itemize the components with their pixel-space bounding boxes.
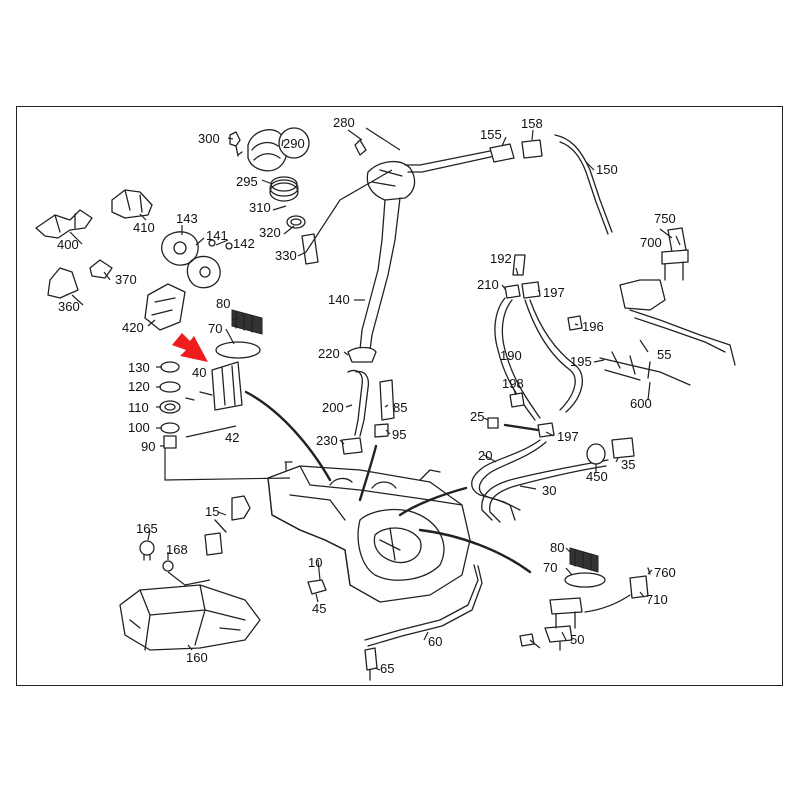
- red-indicator-arrow: [172, 333, 208, 362]
- part-label-220: 220: [318, 346, 340, 361]
- part-label-142: 142: [233, 236, 255, 251]
- filler-pipe-140: [359, 149, 496, 353]
- tank-strap-60: [364, 564, 483, 647]
- part-label-320: 320: [259, 225, 281, 240]
- part-label-196: 196: [582, 319, 604, 334]
- part-label-165: 165: [136, 521, 158, 536]
- part-label-190: 190: [500, 348, 522, 363]
- part-label-25: 25: [470, 409, 485, 424]
- part-label-160: 160: [186, 650, 208, 665]
- part-label-280: 280: [333, 115, 355, 130]
- part-label-60: 60: [428, 634, 443, 649]
- part-label-80-lower: 80: [550, 540, 565, 555]
- part-label-750: 750: [654, 211, 676, 226]
- part-label-450: 450: [586, 469, 608, 484]
- part-label-90: 90: [141, 439, 156, 454]
- part-label-85: 85: [393, 400, 408, 415]
- part-label-40: 40: [192, 365, 207, 380]
- lower-left-parts: [119, 495, 378, 681]
- part-label-600: 600: [630, 396, 652, 411]
- part-label-130: 130: [128, 360, 150, 375]
- assembly-arrows: [244, 390, 532, 574]
- fuel-pump-40: [159, 309, 263, 449]
- part-label-70-lower: 70: [543, 560, 558, 575]
- part-label-50: 50: [570, 632, 585, 647]
- part-label-197-lower: 197: [557, 429, 579, 444]
- part-label-140: 140: [328, 292, 350, 307]
- filler-cap-parts: [229, 127, 367, 265]
- part-label-15: 15: [205, 504, 220, 519]
- part-label-95: 95: [392, 427, 407, 442]
- part-label-80-upper: 80: [216, 296, 231, 311]
- part-label-150: 150: [596, 162, 618, 177]
- part-label-42: 42: [225, 430, 240, 445]
- part-label-45: 45: [312, 601, 327, 616]
- fuel-level-sender-50: [519, 547, 651, 651]
- leader-lines: [69, 127, 681, 671]
- part-label-168: 168: [166, 542, 188, 557]
- part-label-410: 410: [133, 220, 155, 235]
- part-label-158: 158: [521, 116, 543, 131]
- part-label-300: 300: [198, 131, 220, 146]
- hoses-200-220-230: [341, 346, 395, 455]
- part-label-230: 230: [316, 433, 338, 448]
- part-label-141: 141: [206, 228, 228, 243]
- part-label-20: 20: [478, 448, 493, 463]
- part-label-35: 35: [621, 457, 636, 472]
- part-label-70-upper: 70: [208, 321, 223, 336]
- part-label-210: 210: [477, 277, 499, 292]
- part-label-10: 10: [308, 555, 323, 570]
- part-label-65: 65: [380, 661, 395, 676]
- part-label-120: 120: [128, 379, 150, 394]
- part-label-400: 400: [57, 237, 79, 252]
- part-label-760: 760: [654, 565, 676, 580]
- part-label-200: 200: [322, 400, 344, 415]
- part-label-330: 330: [275, 248, 297, 263]
- part-label-195: 195: [570, 354, 592, 369]
- part-label-290: 290: [283, 136, 305, 151]
- part-label-198: 198: [502, 376, 524, 391]
- part-label-143: 143: [176, 211, 198, 226]
- part-label-197-upper: 197: [543, 285, 565, 300]
- hoses-and-harness: [471, 134, 736, 523]
- part-label-370: 370: [115, 272, 137, 287]
- part-label-192: 192: [490, 251, 512, 266]
- part-label-155: 155: [480, 127, 502, 142]
- part-label-360: 360: [58, 299, 80, 314]
- part-label-295: 295: [236, 174, 258, 189]
- part-label-55: 55: [657, 347, 672, 362]
- part-label-420: 420: [122, 320, 144, 335]
- fuel-tank-10: [267, 461, 471, 603]
- diagram-frame: [16, 106, 783, 686]
- bracket-parts-400-410: [35, 189, 233, 331]
- part-label-700: 700: [640, 235, 662, 250]
- part-label-30: 30: [542, 483, 557, 498]
- part-label-310: 310: [249, 200, 271, 215]
- part-label-710: 710: [646, 592, 668, 607]
- part-label-100: 100: [128, 420, 150, 435]
- part-label-110: 110: [128, 400, 149, 415]
